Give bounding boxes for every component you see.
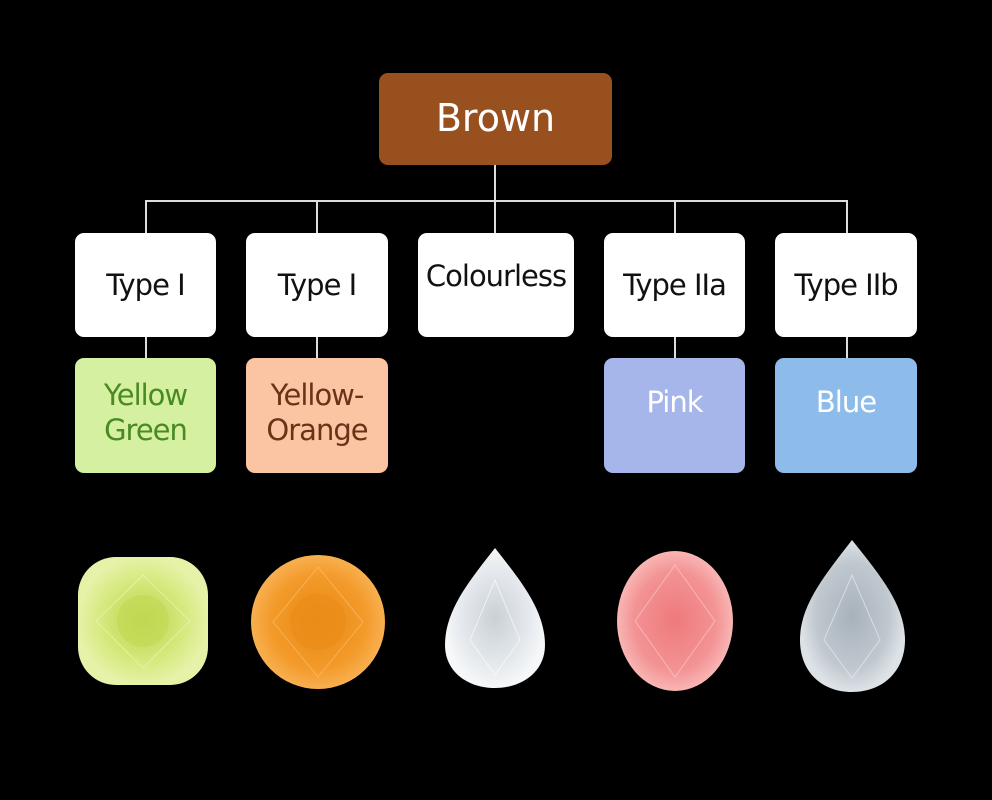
color-node-yellow-orange: Yellow-Orange <box>246 358 388 473</box>
type-node-colourless: Colourless <box>418 233 574 337</box>
color-node-pink: Pink <box>604 358 745 473</box>
connector-color-3 <box>674 337 676 358</box>
color-node-yellow-green: Yellow Green <box>75 358 216 473</box>
orange-round-diamond <box>251 555 385 689</box>
colourless-pear-diamond <box>445 548 545 688</box>
yellow-green-cushion-diamond <box>78 557 208 685</box>
connector-type-5 <box>846 200 848 233</box>
connector-type-1 <box>145 200 147 233</box>
connector-color-4 <box>846 337 848 358</box>
connector-root-vertical <box>494 165 496 233</box>
connector-color-1 <box>145 337 147 358</box>
connector-horizontal <box>145 200 848 202</box>
root-node-brown: Brown <box>379 73 612 165</box>
blue-grey-pear-diamond <box>800 540 905 692</box>
connector-type-2 <box>316 200 318 233</box>
color-node-blue: Blue <box>775 358 917 473</box>
type-node-iia: Type IIa <box>604 233 745 337</box>
type-node-iib: Type IIb <box>775 233 917 337</box>
connector-color-2 <box>316 337 318 358</box>
pink-oval-diamond <box>617 551 733 691</box>
type-node-1: Type I <box>75 233 216 337</box>
type-node-2: Type I <box>246 233 388 337</box>
connector-type-4 <box>674 200 676 233</box>
